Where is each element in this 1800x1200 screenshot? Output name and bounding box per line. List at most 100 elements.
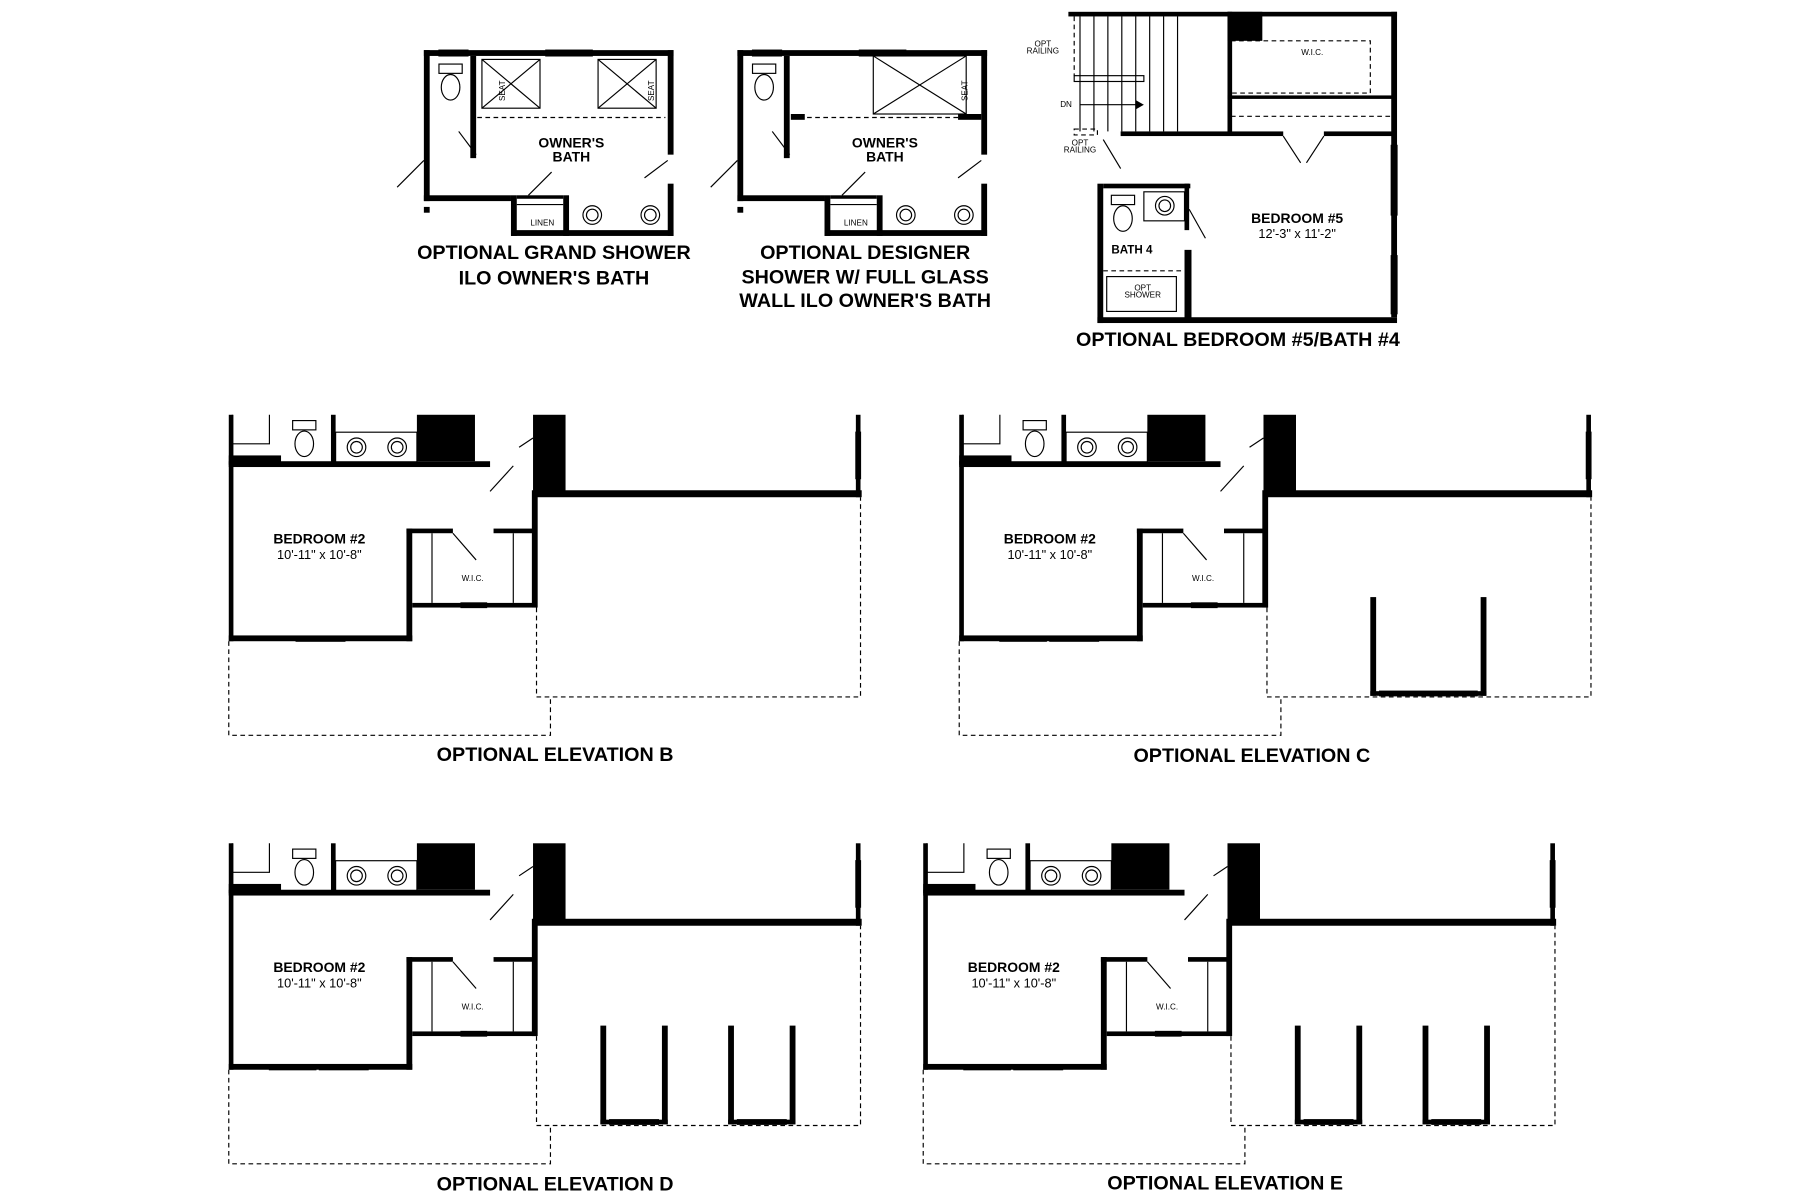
wall: [416, 843, 475, 890]
bath-label: BATH 4: [1111, 243, 1153, 256]
wall: [1103, 183, 1191, 189]
railing-label: OPT: [1072, 138, 1089, 147]
wall: [493, 528, 537, 534]
door-swing: [1305, 135, 1325, 164]
wic-shelf: [1230, 40, 1371, 94]
sink-icon: [1080, 440, 1094, 454]
railing-label: RAILING: [1064, 145, 1096, 154]
room-label: BEDROOM #2: [273, 959, 365, 975]
vanity: [1029, 860, 1112, 894]
door-swing: [1282, 135, 1302, 164]
wall: [531, 918, 538, 1037]
wall: [423, 195, 511, 202]
sink-icon: [390, 869, 404, 883]
sink-icon: [346, 865, 367, 886]
room-label: OWNER'S: [852, 135, 918, 151]
plan-elevation-e: BEDROOM #2 10'-11" x 10'-8" W.I.C. LINEN…: [922, 843, 1557, 1194]
door-swing: [1146, 961, 1172, 989]
wall: [228, 883, 282, 894]
sink-icon: [954, 205, 974, 225]
wall: [470, 55, 477, 159]
wall: [510, 230, 674, 236]
tub-icon: [926, 843, 965, 873]
tub-icon: [231, 843, 270, 873]
outline-dashed: [535, 925, 862, 1127]
room-label: BATH: [866, 149, 904, 165]
wall: [1370, 597, 1377, 696]
wall: [600, 1025, 607, 1125]
sink-icon: [1077, 437, 1097, 458]
shower-icon: [1106, 275, 1177, 312]
caption: SHOWER W/ FULL GLASS: [741, 267, 988, 289]
tub-icon: [231, 414, 270, 445]
wall: [330, 414, 336, 465]
door-swing: [452, 532, 477, 561]
wall: [1422, 1119, 1490, 1125]
sink-icon: [957, 208, 971, 222]
wall: [824, 195, 831, 236]
plan-bedroom5-bath4: OPT RAILING DN OPT RAILING W.I.C. BEDROO…: [1027, 11, 1400, 351]
wic-label: W.I.C.: [462, 1002, 484, 1011]
door-swing: [1184, 893, 1209, 921]
plan-line: [597, 58, 657, 109]
door-swing: [489, 893, 514, 921]
toilet-icon: [294, 430, 315, 458]
wall: [923, 843, 928, 1070]
plan-elevation-c: BEDROOM #2 10'-11" x 10'-8" W.I.C. LINEN…: [958, 414, 1593, 767]
sink-icon: [387, 437, 408, 458]
room-label: BEDROOM #2: [273, 531, 365, 547]
wall: [1100, 957, 1148, 962]
wall: [1227, 11, 1263, 41]
wall: [228, 455, 282, 465]
toilet-icon: [294, 858, 315, 886]
wall: [1266, 490, 1593, 498]
room-label: BEDROOM #2: [968, 959, 1060, 975]
toilet-icon: [1024, 430, 1045, 458]
wall: [536, 918, 862, 926]
outline-dashed: [228, 1069, 552, 1165]
sink-icon: [643, 208, 657, 222]
sink-icon: [1085, 869, 1099, 883]
wall: [959, 414, 964, 642]
wall: [1323, 131, 1394, 137]
wall: [1025, 843, 1031, 894]
wall: [958, 114, 982, 120]
wall: [1294, 1119, 1363, 1125]
vanity: [1065, 431, 1148, 466]
caption: OPTIONAL DESIGNER: [760, 242, 970, 264]
wall: [228, 461, 491, 468]
toilet-icon: [292, 848, 317, 859]
railing: [1073, 128, 1098, 136]
toilet-icon: [988, 858, 1009, 886]
railing-label: RAILING: [1027, 47, 1059, 56]
wall: [1586, 414, 1591, 498]
toilet-icon: [292, 419, 317, 431]
caption: OPTIONAL ELEVATION E: [1107, 1172, 1343, 1194]
door-swing: [489, 465, 514, 492]
seat-label-left: SEAT: [498, 80, 507, 101]
door-swing: [841, 171, 866, 196]
sink-icon: [350, 440, 363, 454]
stairs-down-label: DN: [1060, 100, 1072, 109]
wall: [737, 50, 744, 202]
room-label: BEDROOM #5: [1251, 210, 1343, 226]
wall: [1147, 414, 1206, 462]
room-label: BEDROOM #2: [1004, 531, 1096, 547]
wall: [959, 455, 1012, 465]
toilet-icon: [1110, 194, 1136, 206]
wall: [1227, 11, 1233, 134]
wall: [406, 528, 453, 534]
wall: [1061, 414, 1067, 465]
wall: [493, 957, 537, 962]
door-swing: [527, 171, 553, 196]
door-swing: [1182, 532, 1208, 561]
wall: [1184, 249, 1192, 320]
wall: [923, 883, 976, 894]
sink-icon: [899, 208, 913, 222]
sink-icon: [640, 205, 661, 225]
caption: OPTIONAL ELEVATION C: [1133, 745, 1370, 767]
door-swing: [518, 437, 534, 448]
wall: [1262, 490, 1269, 608]
sink-icon: [1154, 195, 1175, 216]
wall: [959, 635, 1143, 642]
